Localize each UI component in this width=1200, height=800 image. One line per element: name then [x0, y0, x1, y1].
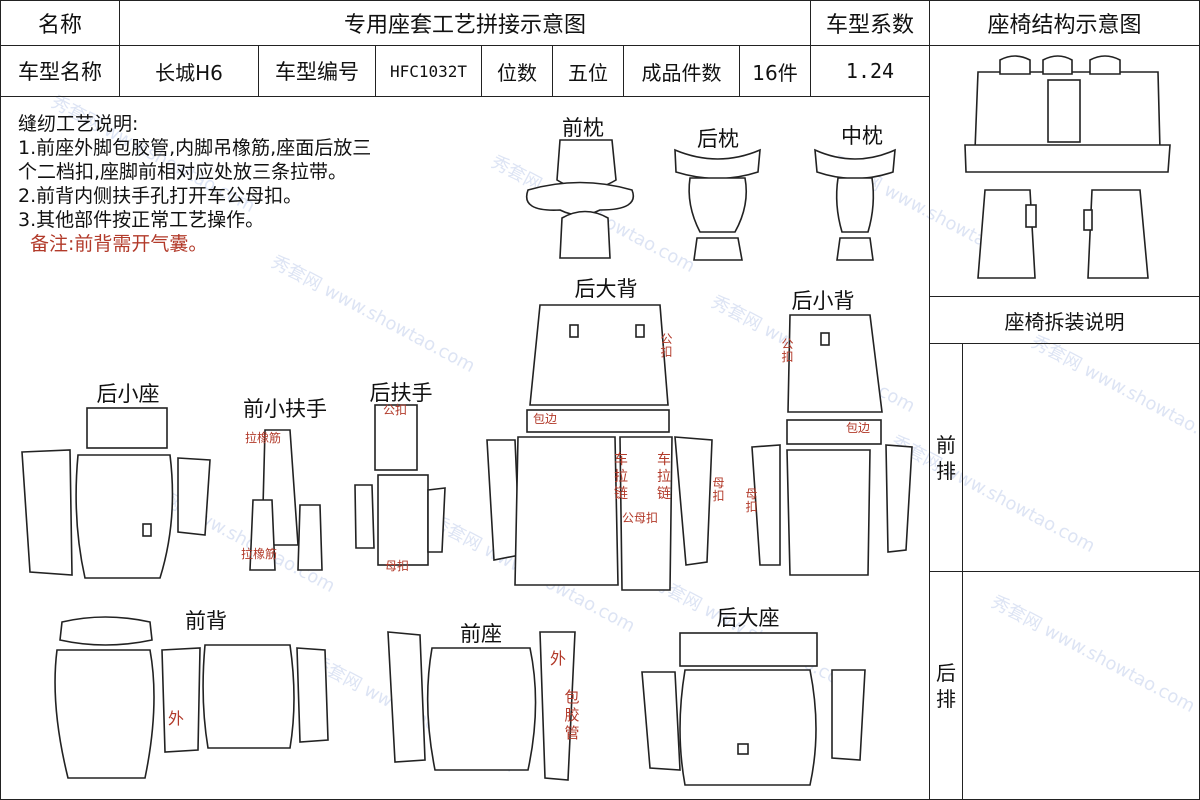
mark-outer-front-back: 外: [168, 709, 185, 728]
mark-male-female-button: 公母扣: [622, 511, 659, 525]
front-small-armrest-piece: [249, 429, 323, 571]
label-rear-big-back: 后大背: [574, 277, 638, 301]
label-front-small-armrest: 前小扶手: [243, 397, 327, 421]
rear-armrest-piece: [354, 404, 446, 566]
rear-big-seat-piece: [641, 632, 866, 786]
notes-remark: 备注:前背需开气囊。: [30, 233, 208, 255]
mark-zipper-right: 车拉链: [657, 452, 671, 502]
mark-male-button-big-back: 公扣: [660, 332, 673, 359]
seats-label: 位数: [481, 45, 553, 97]
mark-zipper-left: 车拉链: [614, 452, 628, 502]
notes-line-2: 2.前背内侧扶手孔打开车公母扣。: [18, 185, 303, 207]
label-front-seat: 前座: [460, 622, 502, 646]
label-rear-small-back: 后小背: [791, 289, 855, 313]
mark-female-button-small-back: 母扣: [745, 487, 758, 514]
mark-female-button-big-back: 母扣: [712, 476, 725, 503]
front-seat-piece: [387, 631, 576, 781]
mark-female-button-armrest: 母扣: [385, 559, 410, 573]
notes-title: 缝纫工艺说明:: [18, 113, 139, 135]
rear-small-back-piece: [751, 314, 913, 576]
label-middle-headrest: 中枕: [841, 124, 883, 148]
coef-label: 车型系数: [810, 0, 930, 46]
mark-elastic-top: 拉橡筋: [245, 431, 282, 445]
rear-headrest-piece: [674, 148, 761, 261]
rear-row-label: 后排: [936, 660, 956, 711]
label-front-back: 前背: [185, 609, 227, 633]
mark-tube-front-seat: 包胶管: [564, 688, 580, 742]
mark-male-button-armrest: 公扣: [383, 403, 408, 417]
label-rear-armrest: 后扶手: [369, 381, 433, 405]
mark-male-button-small-back: 公扣: [781, 337, 794, 364]
notes-line-1a: 1.前座外脚包胶管,内脚吊橡筋,座面后放三: [18, 137, 372, 159]
mark-outer-front-seat: 外: [550, 649, 567, 668]
model-name: 长城H6: [119, 45, 259, 97]
sewing-notes: 缝纫工艺说明: 1.前座外脚包胶管,内脚吊橡筋,座面后放三 个二档扣,座脚前相对…: [18, 112, 371, 256]
label-rear-headrest: 后枕: [697, 127, 739, 151]
mark-elastic-bottom: 拉橡筋: [241, 547, 278, 561]
notes-line-3: 3.其他部件按正常工艺操作。: [18, 209, 265, 231]
front-headrest-piece: [525, 139, 635, 259]
label-rear-big-seat: 后大座: [716, 606, 780, 630]
label-rear-small-seat: 后小座: [96, 382, 160, 406]
label-front-headrest: 前枕: [562, 116, 604, 140]
rear-big-back-piece: [486, 304, 713, 591]
seat-structure-schematic: [964, 55, 1171, 279]
middle-headrest-piece: [814, 148, 896, 261]
mark-binding-small-back: 包边: [846, 421, 871, 435]
front-back-piece: [54, 616, 329, 779]
front-row-label: 前排: [936, 432, 956, 483]
notes-line-1b: 个二档扣,座脚前相对应处放三条拉带。: [18, 161, 348, 183]
mark-binding-big-back: 包边: [533, 412, 558, 426]
rear-small-seat-piece: [21, 407, 211, 579]
